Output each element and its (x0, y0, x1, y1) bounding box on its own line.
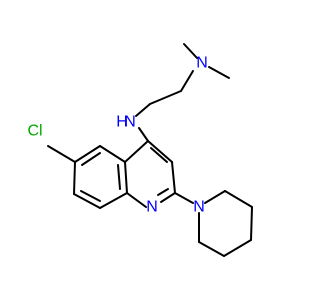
bond-c8a-c4a-inner (117, 164, 121, 190)
bond-c4a-c4 (124, 140, 149, 163)
atom-label-nitrogen-piperidine: N (193, 199, 205, 216)
bond-ch2-nh (135, 103, 151, 117)
molecule-canvas: N N H Cl N N (27, 43, 253, 257)
bond-c8-c8a (99, 192, 128, 209)
bond-c7-c8 (73, 193, 101, 209)
bond-c2-n1 (160, 192, 176, 203)
bond-methyl-1 (183, 43, 198, 59)
bond-pip-2 (224, 190, 253, 208)
bond-c7-c8-inner (80, 190, 101, 202)
bond-c2-npip (174, 192, 194, 204)
bond-c6-cl (47, 145, 76, 163)
bond-ch2-ch2 (149, 90, 182, 105)
bond-c6-c7 (73, 161, 76, 195)
atom-label-chlorine: Cl (27, 123, 42, 140)
bond-c5-c6-inner (81, 152, 101, 166)
bond-n-ch2-a (180, 70, 194, 92)
atom-label-hydrogen-amine: H (116, 114, 128, 131)
bond-pip-4 (223, 239, 252, 257)
bond-pip-1 (204, 190, 226, 204)
bond-c5-c6 (74, 145, 101, 163)
bond-c4-c3-inner (150, 147, 168, 163)
atom-label-nitrogen-dimethyl: N (196, 55, 208, 72)
atom-label-nitrogen-quinoline: N (146, 199, 158, 216)
bond-c4-c3 (147, 140, 173, 163)
molecule-structure: N N H Cl N N (27, 43, 253, 257)
atom-label-nitrogen-amine: N (124, 114, 136, 131)
bond-n1-c8a (126, 192, 147, 208)
bond-c8a-c4a (124, 161, 128, 194)
bond-methyl-2 (208, 66, 230, 79)
bond-c3-c2 (171, 161, 176, 194)
bond-c2-n1-inner (157, 188, 169, 196)
bond-pip-5 (198, 241, 225, 257)
bond-nh-c4 (138, 127, 149, 142)
bond-pip-3 (250, 206, 253, 241)
bond-c4a-c5 (99, 145, 126, 163)
